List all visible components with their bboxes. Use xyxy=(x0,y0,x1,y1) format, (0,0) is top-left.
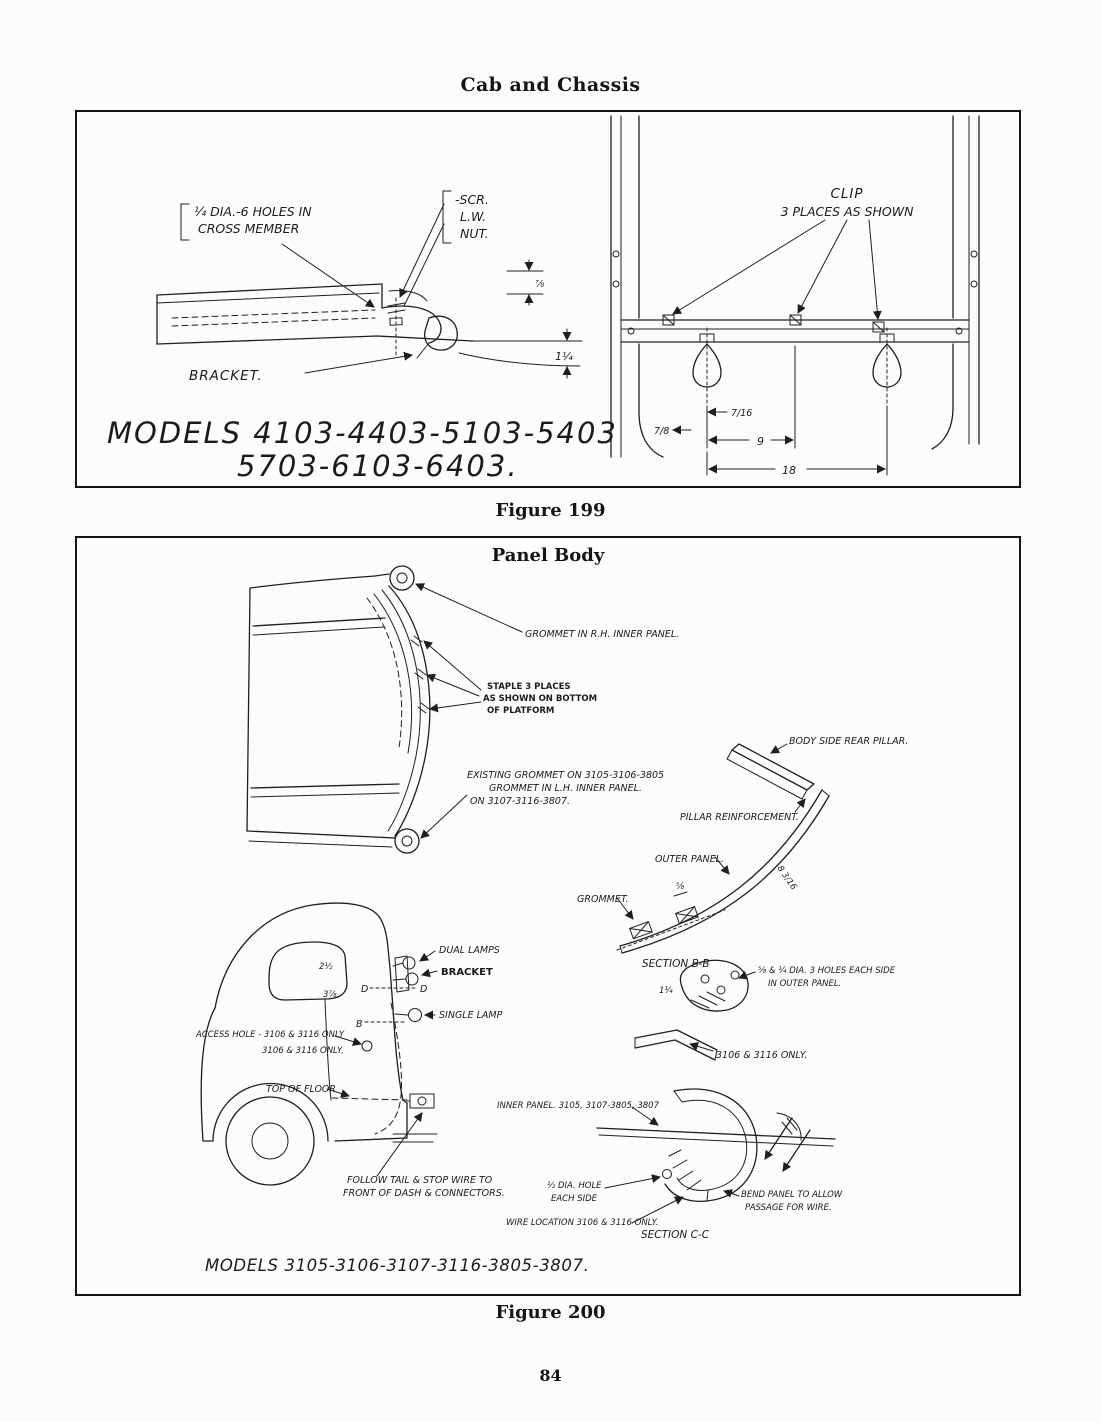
fig200-section-cc-diagram: INNER PANEL. 3105, 3107-3805, 3807 ½ DIA… xyxy=(497,1088,843,1241)
models-200: MODELS 3105-3106-3107-3116-3805-3807. xyxy=(205,1256,589,1275)
existing-grommet-line2: GROMMET IN L.H. INNER PANEL. xyxy=(489,783,642,794)
pillar-dim-58: ⅝ xyxy=(676,882,685,892)
section-cc-label: SECTION C-C xyxy=(641,1229,710,1241)
page-header: Cab and Chassis xyxy=(460,74,641,96)
hole-label-line1: ½ DIA. HOLE xyxy=(547,1181,602,1191)
cab-dim-b: 3⅞ xyxy=(323,990,337,1000)
figure-200-drawing: GROMMET IN R.H. INNER PANEL. STAPLE 3 PL… xyxy=(195,565,908,1275)
section-marker-d1: D xyxy=(361,984,368,995)
fig200-pillar-diagram: BODY SIDE REAR PILLAR. PILLAR REINFORCEM… xyxy=(577,736,908,1061)
figure-199-caption: Figure 199 xyxy=(495,500,606,521)
models-line2: 5703-6103-6403. xyxy=(237,449,519,483)
hole-label-line2: EACH SIDE xyxy=(551,1194,598,1204)
figure-199-drawing: ¼ DIA.-6 HOLES IN CROSS MEMBER -SCR. L.W… xyxy=(107,115,980,483)
staple-label-line2: AS SHOWN ON BOTTOM xyxy=(483,694,597,704)
figure-199-box: ¼ DIA.-6 HOLES IN CROSS MEMBER -SCR. L.W… xyxy=(75,110,1021,488)
bend-panel-line1: BEND PANEL TO ALLOW xyxy=(741,1190,843,1200)
pillar-dim-114: 1¼ xyxy=(659,986,673,996)
follow-wire-line1: FOLLOW TAIL & STOP WIRE TO xyxy=(347,1175,493,1186)
clip-places-label: 3 PLACES AS SHOWN xyxy=(781,204,915,219)
existing-grommet-line1: EXISTING GROMMET ON 3105-3106-3805 xyxy=(467,770,664,781)
figure-200-caption: Figure 200 xyxy=(495,1302,606,1323)
cab-bracket-label: BRACKET xyxy=(441,967,493,978)
fig200-cab-diagram: DUAL LAMPS BRACKET SINGLE LAMP ACCESS HO… xyxy=(195,902,589,1275)
top-of-floor-label: TOP OF FLOOR xyxy=(266,1084,336,1095)
dual-lamps-label: DUAL LAMPS xyxy=(439,945,500,956)
clip-label: CLIP xyxy=(830,186,863,202)
pillar-dim-curve: 8 3/16 xyxy=(775,864,799,892)
nut-label: NUT. xyxy=(460,226,489,241)
pillar-holes-line1: ⅝ & ¼ DIA. 3 HOLES EACH SIDE xyxy=(758,966,896,976)
section-marker-d2: D xyxy=(420,984,427,995)
staple-label-line3: OF PLATFORM xyxy=(487,706,554,716)
outer-panel-label: OUTER PANEL. xyxy=(655,854,724,865)
dim-716: 7/16 xyxy=(731,408,752,419)
lockwasher-label: L.W. xyxy=(460,209,486,224)
pillar-holes-line2: IN OUTER PANEL. xyxy=(768,979,841,989)
wire-location-label: WIRE LOCATION 3106 & 3116 ONLY. xyxy=(506,1218,658,1228)
scr-label: -SCR. xyxy=(455,192,489,207)
pillar-reinforcement-label: PILLAR REINFORCEMENT. xyxy=(680,812,799,823)
dim-18: 18 xyxy=(782,464,796,477)
holes-label-line2: CROSS MEMBER xyxy=(198,221,299,236)
staple-label-line1: STAPLE 3 PLACES xyxy=(487,682,571,692)
models-line1: MODELS 4103-4403-5103-5403 xyxy=(107,416,618,450)
fig199-cross-member-diagram: ¼ DIA.-6 HOLES IN CROSS MEMBER -SCR. L.W… xyxy=(107,190,618,483)
cab-dim-a: 2½ xyxy=(319,962,333,972)
bracket-label: BRACKET. xyxy=(189,368,263,384)
figure-200-box: Panel Body xyxy=(75,536,1021,1296)
holes-label-line1: ¼ DIA.-6 HOLES IN xyxy=(194,204,312,219)
dim-78: 7/8 xyxy=(654,426,669,437)
inner-panel-label: INNER PANEL. 3105, 3107-3805, 3807 xyxy=(497,1101,660,1111)
grommet-label: GROMMET. xyxy=(577,894,629,905)
cab-only3106-label: 3106 & 3116 ONLY. xyxy=(262,1046,344,1056)
existing-grommet-line3: ON 3107-3116-3807. xyxy=(470,796,570,807)
fig200-platform-diagram: GROMMET IN R.H. INNER PANEL. STAPLE 3 PL… xyxy=(246,565,679,854)
single-lamp-label: SINGLE LAMP xyxy=(439,1010,503,1021)
section-marker-b: B xyxy=(356,1019,363,1030)
section-bb-label: SECTION B-B xyxy=(642,958,710,970)
rear-pillar-label: BODY SIDE REAR PILLAR. xyxy=(789,736,908,747)
figure-200-title: Panel Body xyxy=(491,545,605,566)
follow-wire-line2: FRONT OF DASH & CONNECTORS. xyxy=(343,1188,505,1199)
grommet-rh-label: GROMMET IN R.H. INNER PANEL. xyxy=(525,629,679,640)
fig199-frame-rear-diagram: CLIP 3 PLACES AS SHOWN 7/16 7/8 9 18 xyxy=(610,115,980,477)
page-number: 84 xyxy=(539,1366,562,1385)
dim-one-quarter: 1¼ xyxy=(555,350,573,363)
pillar-only3106-label: 3106 & 3116 ONLY. xyxy=(716,1050,807,1061)
dim-seven-eighths: ⅞ xyxy=(535,279,545,290)
bend-panel-line2: PASSAGE FOR WIRE. xyxy=(745,1203,832,1213)
dim-9: 9 xyxy=(757,435,764,448)
access-hole-label: ACCESS HOLE - 3106 & 3116 ONLY xyxy=(195,1030,345,1040)
